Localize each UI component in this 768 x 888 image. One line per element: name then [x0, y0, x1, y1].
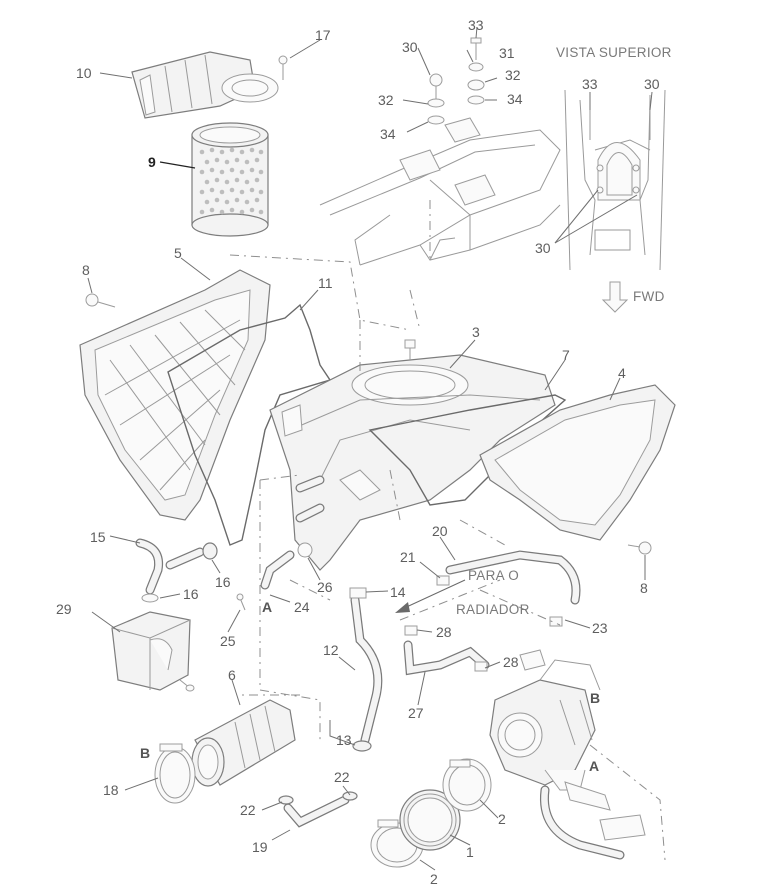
part-1-2-boot-clamps	[370, 758, 492, 868]
label-2-right: 2	[498, 811, 506, 827]
label-1: 1	[466, 844, 474, 860]
assembly-lines	[229, 200, 666, 861]
label-15: 15	[90, 529, 106, 545]
label-30-inset: 30	[644, 76, 660, 92]
radiator-label-line1: PARA O	[468, 568, 519, 583]
radiator-arrow-head	[395, 602, 410, 613]
part-number-labels: 10 9 17 5 8 11 3 7 4 8 15 16 16 24 25 26…	[56, 17, 660, 887]
label-16-lower: 16	[215, 574, 231, 590]
leader-lines	[87, 26, 653, 871]
label-25: 25	[220, 633, 236, 649]
label-18: 18	[103, 782, 119, 798]
label-22-right: 22	[334, 769, 350, 785]
label-5: 5	[174, 245, 182, 261]
label-28-right: 28	[503, 654, 519, 670]
label-28-left: 28	[436, 624, 452, 640]
part-29-tank	[111, 611, 195, 692]
label-11: 11	[318, 275, 333, 291]
label-33-top: 33	[468, 17, 484, 33]
letter-a-left: A	[262, 599, 272, 615]
part-18-clamp	[154, 743, 196, 804]
frame-section	[319, 117, 561, 266]
frame-fasteners	[427, 37, 485, 125]
label-34-right: 34	[507, 91, 523, 107]
label-32-left: 32	[378, 92, 394, 108]
radiator-arrow	[399, 579, 466, 611]
label-21: 21	[400, 549, 416, 565]
label-22-left: 22	[240, 802, 256, 818]
label-8-right: 8	[640, 580, 648, 596]
label-2-bottom: 2	[430, 871, 438, 887]
annotations: VISTA SUPERIOR FWD PARA O RADIADOR	[456, 45, 672, 617]
label-26: 26	[317, 579, 333, 595]
small-fittings	[85, 55, 652, 805]
label-9: 9	[148, 154, 156, 170]
label-17: 17	[315, 27, 331, 43]
label-27: 27	[408, 705, 424, 721]
label-3: 3	[472, 324, 480, 340]
label-10: 10	[76, 65, 92, 81]
label-33-inset: 33	[582, 76, 598, 92]
label-14: 14	[390, 584, 406, 600]
part-6-intake-boot	[191, 699, 296, 787]
label-30-top: 30	[402, 39, 418, 55]
label-20: 20	[432, 523, 448, 539]
label-32-right: 32	[505, 67, 521, 83]
label-6: 6	[228, 667, 236, 683]
label-16-right: 16	[183, 586, 199, 602]
label-23: 23	[592, 620, 608, 636]
letter-b-right: B	[590, 690, 600, 706]
connection-letters: A B B A	[140, 599, 600, 774]
part-10-intake-duct	[131, 51, 279, 119]
label-30-inset-bottom: 30	[535, 240, 551, 256]
part-9-air-filter	[191, 122, 269, 237]
throttle-body	[489, 649, 646, 841]
label-4: 4	[618, 365, 626, 381]
label-19: 19	[252, 839, 268, 855]
label-12: 12	[323, 642, 339, 658]
fwd-label: FWD	[633, 289, 665, 304]
part-3-airbox-body	[269, 339, 556, 571]
top-view-inset	[564, 89, 666, 313]
label-34-left: 34	[380, 126, 396, 142]
hoses	[135, 475, 625, 860]
label-8-top: 8	[82, 262, 90, 278]
letter-a-right: A	[589, 758, 599, 774]
label-29: 29	[56, 601, 72, 617]
label-24: 24	[294, 599, 310, 615]
radiator-label-line2: RADIADOR	[456, 602, 530, 617]
part-4-side-cover	[479, 384, 676, 541]
label-7: 7	[562, 347, 570, 363]
label-13: 13	[336, 732, 352, 748]
letter-b-left: B	[140, 745, 150, 761]
part-11-gasket	[167, 303, 332, 546]
filter-holes	[199, 147, 264, 215]
top-view-title: VISTA SUPERIOR	[556, 45, 672, 60]
label-31: 31	[499, 45, 515, 61]
